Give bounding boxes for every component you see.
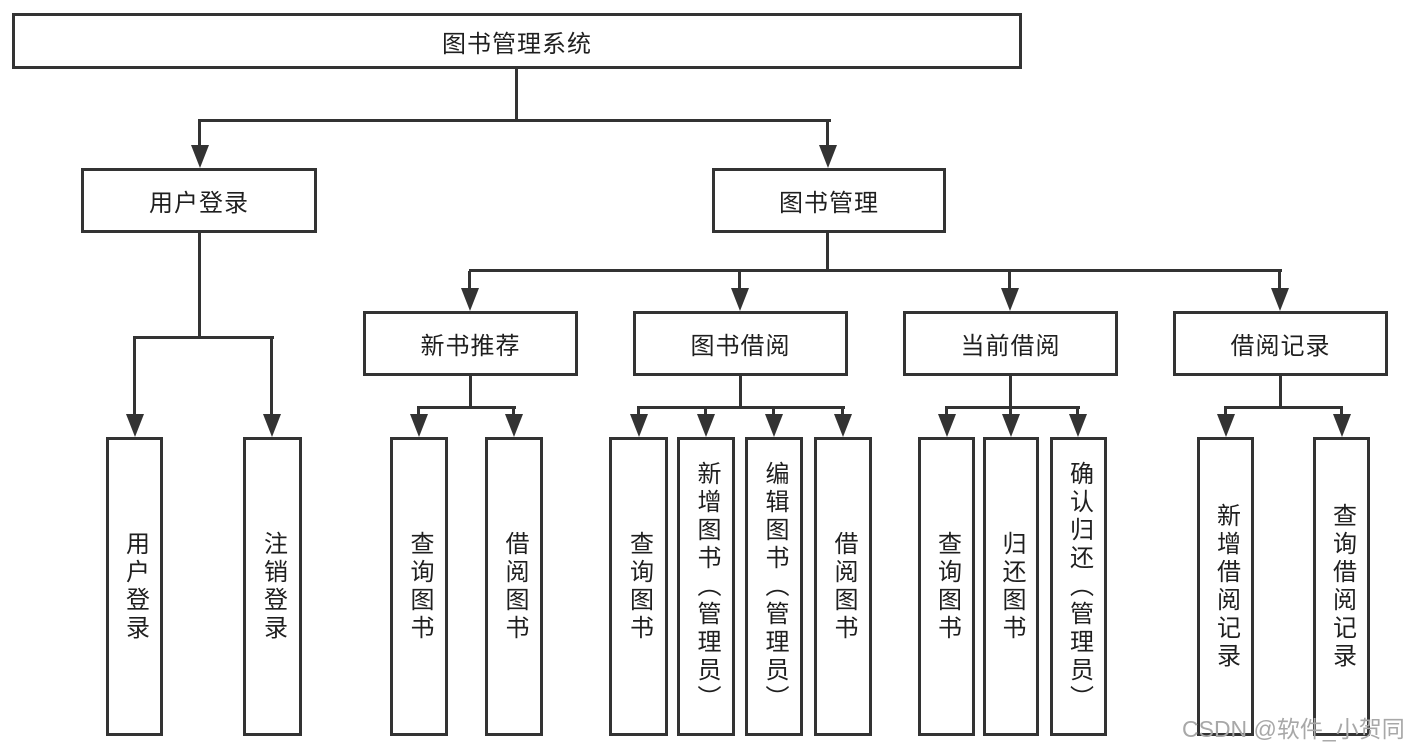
connector-line [468, 271, 471, 289]
arrow-down-icon [1217, 414, 1235, 437]
arrow-down-icon [1069, 414, 1087, 437]
node-borrow-records-label: 借阅记录 [1230, 333, 1331, 360]
arrow-down-icon [263, 414, 281, 437]
leaf-user-login-label: 用户登录 [121, 530, 149, 643]
arrow-down-icon [126, 414, 144, 437]
leaf-logout-label: 注销登录 [259, 530, 287, 643]
arrow-down-icon [697, 414, 715, 437]
leaf-borrow-book-1: 借阅图书 [485, 437, 543, 736]
leaf-borrow-book-2: 借阅图书 [814, 437, 872, 736]
leaf-confirm-return-admin-label: 确认归还（管理员） [1065, 460, 1093, 713]
leaf-add-borrow-record-label: 新增借阅记录 [1212, 502, 1240, 671]
leaf-edit-book-admin: 编辑图书（管理员） [745, 437, 803, 736]
arrow-down-icon [938, 414, 956, 437]
arrow-down-icon [1333, 414, 1351, 437]
connector-line [637, 406, 845, 409]
arrow-down-icon [1001, 288, 1019, 311]
connector-line [945, 406, 1080, 409]
csdn-watermark: CSDN @软件_小贺同学 [1182, 716, 1405, 742]
connector-line [417, 408, 420, 416]
leaf-user-login: 用户登录 [106, 437, 163, 736]
node-new-book-recommend-label: 新书推荐 [420, 333, 521, 360]
leaf-edit-book-admin-label: 编辑图书（管理员） [761, 460, 788, 713]
arrow-down-icon [630, 414, 648, 437]
connector-line [738, 271, 741, 289]
leaf-query-book-2: 查询图书 [609, 437, 668, 736]
leaf-query-book-1: 查询图书 [390, 437, 448, 736]
connector-line [1008, 271, 1011, 289]
connector-line [515, 68, 518, 119]
node-root: 图书管理系统 [12, 13, 1022, 69]
leaf-query-book-2-label: 查询图书 [625, 530, 653, 643]
connector-line [198, 121, 201, 146]
connector-line [270, 338, 273, 415]
arrow-down-icon [505, 414, 523, 437]
connector-line [1224, 406, 1343, 409]
node-current-borrow: 当前借阅 [903, 311, 1118, 376]
connector-line [1279, 376, 1282, 406]
leaf-query-book-1-label: 查询图书 [406, 530, 433, 643]
connector-line [637, 408, 640, 416]
leaf-query-book-3: 查询图书 [918, 437, 975, 736]
connector-line [1009, 376, 1012, 406]
leaf-return-book-label: 归还图书 [998, 530, 1025, 643]
leaf-confirm-return-admin: 确认归还（管理员） [1050, 437, 1107, 736]
connector-line [469, 376, 472, 406]
arrow-down-icon [834, 414, 852, 437]
leaf-add-borrow-record: 新增借阅记录 [1197, 437, 1254, 736]
connector-line [826, 233, 829, 269]
connector-line [1340, 408, 1343, 416]
leaf-logout: 注销登录 [243, 437, 302, 736]
leaf-return-book: 归还图书 [983, 437, 1039, 736]
arrow-down-icon [1002, 414, 1020, 437]
connector-line [469, 269, 1282, 272]
connector-line [841, 408, 844, 416]
node-user-login: 用户登录 [81, 168, 317, 233]
connector-line [512, 408, 515, 416]
leaf-add-book-admin-label: 新增图书（管理员） [693, 460, 720, 713]
connector-line [1076, 408, 1079, 416]
leaf-query-borrow-record: 查询借阅记录 [1313, 437, 1370, 736]
connector-line [772, 408, 775, 416]
arrow-down-icon [1271, 288, 1289, 311]
arrow-down-icon [410, 414, 428, 437]
connector-line [739, 376, 742, 406]
node-book-management: 图书管理 [712, 168, 946, 233]
leaf-borrow-book-1-label: 借阅图书 [501, 530, 528, 643]
arrow-down-icon [191, 145, 209, 168]
node-new-book-recommend: 新书推荐 [363, 311, 578, 376]
arrow-down-icon [731, 288, 749, 311]
connector-line [198, 119, 831, 122]
arrow-down-icon [461, 288, 479, 311]
arrow-down-icon [765, 414, 783, 437]
node-book-borrow-label: 图书借阅 [690, 333, 791, 360]
node-root-label: 图书管理系统 [442, 30, 592, 58]
connector-line [1224, 408, 1227, 416]
leaf-add-book-admin: 新增图书（管理员） [677, 437, 735, 736]
arrow-down-icon [819, 145, 837, 168]
node-book-management-label: 图书管理 [779, 190, 879, 217]
connector-line [704, 408, 707, 416]
connector-line [1009, 408, 1012, 416]
connector-line [198, 233, 201, 336]
connector-line [417, 406, 516, 409]
node-borrow-records: 借阅记录 [1173, 311, 1388, 376]
node-user-login-label: 用户登录 [149, 190, 249, 217]
connector-line [133, 336, 274, 339]
leaf-borrow-book-2-label: 借阅图书 [830, 530, 857, 643]
node-book-borrow: 图书借阅 [633, 311, 848, 376]
leaf-query-borrow-record-label: 查询借阅记录 [1328, 502, 1356, 671]
connector-line [133, 338, 136, 415]
connector-line [1278, 271, 1281, 289]
node-current-borrow-label: 当前借阅 [960, 333, 1061, 360]
connector-line [826, 121, 829, 146]
leaf-query-book-3-label: 查询图书 [933, 530, 961, 643]
connector-line [945, 408, 948, 416]
